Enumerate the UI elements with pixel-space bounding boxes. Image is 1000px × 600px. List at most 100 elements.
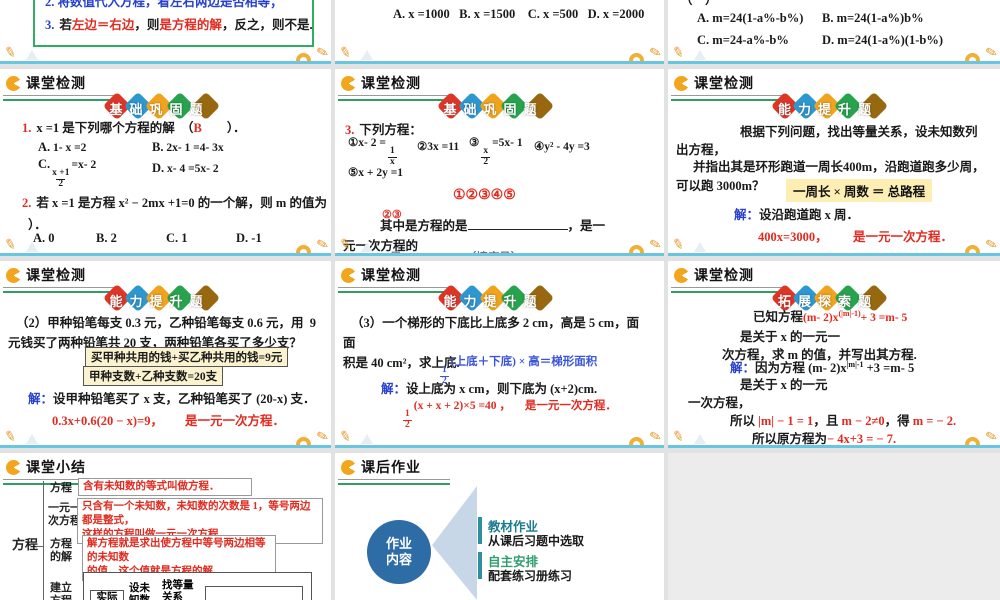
paper-plane-icon [694,434,706,444]
answer-option: B. m=24(1-a%)b% [822,11,924,25]
empty-grid-cell [668,453,1000,600]
slide-bottom-line [335,61,664,64]
protractor-icon [965,53,980,61]
question-line: ）． [28,218,47,232]
slide-header: 课堂检测 [3,266,115,293]
header-title: 课堂检测 [694,75,754,91]
accent-bar [478,552,482,579]
answer-option: A. m=24(1-a%-b%) [697,11,804,25]
equation-result: 0.3x+0.6(20 − x)=9， [52,414,163,428]
answer-option: A. 1- x =2 [38,140,87,154]
pencil-icon: ✎ [337,428,353,447]
bullet-icon [6,75,21,91]
header-title: 课堂检测 [361,267,421,283]
inner-label: 找等量 关系 [162,580,194,600]
equation: ②3x =11 [417,141,460,153]
slide-bottom-line [668,61,1000,64]
equation: ⑤x + 2y =1 [348,167,404,179]
badge: 基础巩固题 [436,91,559,121]
problem-text: （3）一个梯形的下底比上底多 2 cm，高是 5 cm，面 [351,316,640,330]
paper-plane-icon [26,434,38,444]
header-title: 课堂检测 [361,75,421,91]
protractor-icon [629,53,644,61]
clipped-text-line: 2. 将数值代入方程，看左右两边是否相等； [45,0,283,9]
homework-item-sub: 配套练习册练习 [488,569,573,583]
problem-text: 并指出其是环形跑道一周长400m，沿跑道跑多少周， [693,160,985,174]
answer-option: B. 2x- 1 =4- 3x [152,140,224,154]
inner-label: 设未 知数 [129,583,150,600]
bullet-icon [6,267,21,283]
question-line: 3.下列方程： [345,123,422,137]
badge-label: 能力提升题 [109,294,210,309]
slide-bottom-line [668,445,1000,448]
solution-line: 所以 |m| − 1 = 1，且 m − 2≠0，得 m = − 2. [730,414,957,428]
protractor-icon [629,437,644,445]
answer-option: D. m=24(1-a%)(1-b%) [822,33,943,47]
bullet-icon [341,459,356,475]
tree-label: 方程 [50,482,72,494]
question-line: 1.x =1 是下列哪个方程的解 （B ）． [22,121,246,135]
slide-4[interactable]: 课堂检测 基础巩固题 1.x =1 是下列哪个方程的解 （B ）． A. 1- … [0,69,331,256]
tree-label: 一元一 次方程 [48,502,81,527]
protractor-icon [296,245,311,253]
homework-item-title: 自主安排 [488,555,539,569]
slide-9[interactable]: 课堂检测 拓展探索题 已知方程(m- 2)x(|m|-1)+ 3 =m- 5 是… [668,261,1000,448]
clipped-text-line: （ ） [680,0,718,7]
pencil-icon: ✎ [648,428,664,447]
accent-bar [478,517,482,544]
problem-text: 可以跑 3000m？ [676,179,765,193]
slide-7[interactable]: 课堂检测 能力提升题 （2）甲种铅笔每支 0.3 元，乙种铅笔每支 0.6 元，… [0,261,331,448]
answer-option: D. x- 4 =5x- 2 [152,161,219,175]
slide-3[interactable]: （ ） A. m=24(1-a%-b%) B. m=24(1-a%)b% C. … [668,0,1000,64]
slide-2[interactable]: A. x =1000 B. x =1500 C. x =500 D. x =20… [335,0,664,64]
pencil-icon: ✎ [984,428,1000,447]
pencil-icon: ✎ [984,236,1000,255]
inner-box: 实际 问题 [90,590,124,600]
pencil-icon: ✎ [648,44,664,63]
slide-header: 课后作业 [338,458,450,485]
slide-header: 课堂检测 [3,74,115,101]
tree-line [43,481,44,600]
bullet-icon [6,459,21,475]
solution-line: 所以原方程为− 4x+3 = − 7. [752,432,897,446]
slide-header: 课堂检测 [338,266,450,293]
slide-6[interactable]: 课堂检测 能力提升题 根据下列问题，找出等量关系，设未知数列 出方程， 并指出其… [668,69,1000,256]
slide-bottom-line [0,445,331,448]
badge-label: 能力提升题 [778,102,879,117]
slide-bottom-line [335,445,664,448]
problem-text: 次方程，求 m 的值，并写出其方程. [722,348,917,362]
relation-box: 甲种支数+乙种支数=20支 [83,366,224,386]
slide-bottom-line [668,253,1000,256]
slide-header: 课堂检测 [671,266,783,293]
inner-empty-box [205,586,303,600]
circled-numbers: ①②③④⑤ [453,188,516,203]
equation-result: 是一元一次方程． [853,230,954,244]
solution-line: 是关于 x 的一元 [740,378,828,392]
paper-plane-icon [361,50,373,60]
slide-1[interactable]: 2. 将数值代入方程，看左右两边是否相等； 3.若左边＝右边，则是方程的解，反之… [0,0,331,64]
pencil-icon: ✎ [648,236,664,255]
slide-header: 课堂检测 [671,74,783,101]
homework-item-title: 教材作业 [488,520,539,534]
badge: 能力提升题 [436,283,559,313]
tree-label: 建立 方程 [50,582,72,600]
answer-option: C. 1 [166,231,188,245]
relation-highlight: 一周长 × 周数 ＝ 总路程 [786,179,933,202]
funnel-shape [432,486,477,600]
slide-11[interactable]: 课后作业 作业 内容 教材作业 从课后习题中选取 自主安排 配套练习册练习 [335,453,664,600]
badge: 能力提升题 [102,283,225,313]
slide-8[interactable]: 课堂检测 能力提升题 （3）一个梯形的下底比上底多 2 cm，高是 5 cm，面… [335,261,664,448]
slide-10[interactable]: 课堂小结 方程 方程 含有未知数的等式叫做方程． 一元一 次方程 只含有一个未知… [0,453,331,600]
problem-text: 元钱买了两种铅笔共 20 支，两种铅笔各买了多少支？ [8,336,302,350]
header-title: 课堂检测 [694,267,754,283]
problem-text: 出方程， [676,143,727,157]
fill-blank-line: 其中是方程的是，是一 [380,219,606,233]
answer-options: A. x =1000 B. x =1500 C. x =500 D. x =20… [393,7,645,21]
badge: 能力提升题 [770,91,893,121]
header-title: 课后作业 [361,459,421,475]
